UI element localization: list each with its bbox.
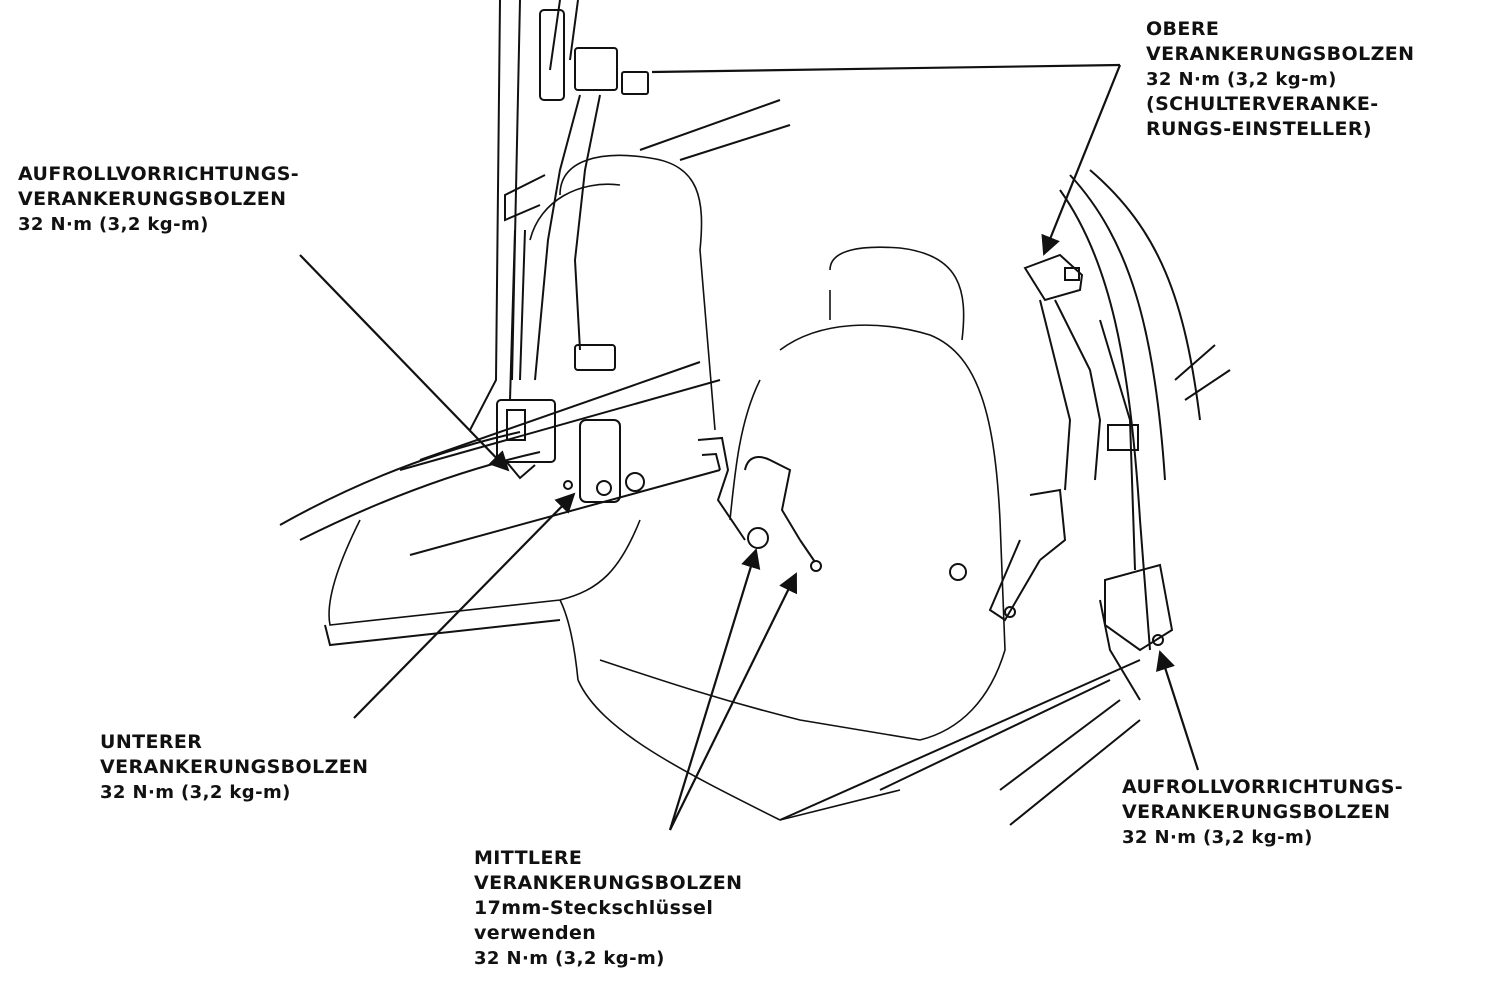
middle-anchor-title-1: MITTLERE [474, 847, 583, 869]
middle-anchor-label: MITTLERE VERANKERUNGSBOLZEN 17mm-Stecksc… [474, 846, 742, 971]
middle-anchor-tool-verb: verwenden [474, 922, 597, 944]
left-retractor-torque: 32 N·m (3,2 kg-m) [18, 214, 209, 235]
lower-anchor-torque: 32 N·m (3,2 kg-m) [100, 782, 291, 803]
left-seat [328, 154, 716, 681]
left-retractor-title-2: VERANKERUNGSBOLZEN [18, 188, 287, 210]
right-retractor-arrow [1156, 650, 1200, 771]
lower-anchor-title-2: VERANKERUNGSBOLZEN [100, 756, 369, 778]
left-belt-assembly [496, 9, 649, 503]
lower-anchor-label: UNTERER VERANKERUNGSBOLZEN 32 N·m (3,2 k… [100, 730, 368, 805]
upper-anchor-title-1: OBERE [1146, 18, 1220, 40]
middle-anchor-arrow-a [668, 548, 761, 831]
upper-anchor-leader [651, 63, 1121, 74]
middle-anchor-torque: 32 N·m (3,2 kg-m) [474, 948, 665, 969]
car-body-outline [279, 0, 1231, 826]
lower-anchor-title-1: UNTERER [100, 731, 203, 753]
upper-anchor-label: OBERE VERANKERUNGSBOLZEN 32 N·m (3,2 kg-… [1146, 17, 1414, 142]
center-buckle-assembly [697, 436, 967, 581]
center-seat [577, 246, 1006, 821]
right-retractor-title-2: VERANKERUNGSBOLZEN [1122, 801, 1391, 823]
upper-anchor-note-2: RUNGS-EINSTELLER) [1146, 118, 1373, 140]
middle-anchor-arrow-b [669, 572, 798, 831]
right-retractor-torque: 32 N·m (3,2 kg-m) [1122, 827, 1313, 848]
middle-anchor-title-2: VERANKERUNGSBOLZEN [474, 872, 743, 894]
left-retractor-title-1: AUFROLLVORRICHTUNGS- [18, 163, 300, 185]
middle-anchor-tool: 17mm-Steckschlüssel [474, 897, 714, 919]
upper-anchor-arrow [1041, 64, 1122, 256]
left-retractor-label: AUFROLLVORRICHTUNGS- VERANKERUNGSBOLZEN … [18, 162, 299, 237]
leader-lines [299, 63, 1200, 831]
left-retractor-arrow [299, 254, 510, 472]
right-retractor-title-1: AUFROLLVORRICHTUNGS- [1122, 776, 1404, 798]
upper-anchor-title-2: VERANKERUNGSBOLZEN [1146, 43, 1415, 65]
right-belt-assembly [988, 253, 1174, 652]
right-retractor-label: AUFROLLVORRICHTUNGS- VERANKERUNGSBOLZEN … [1122, 775, 1403, 850]
upper-anchor-torque: 32 N·m (3,2 kg-m) [1146, 69, 1337, 90]
lower-anchor-arrow [353, 492, 576, 719]
upper-anchor-note-1: (SCHULTERVERANKE- [1146, 93, 1379, 115]
